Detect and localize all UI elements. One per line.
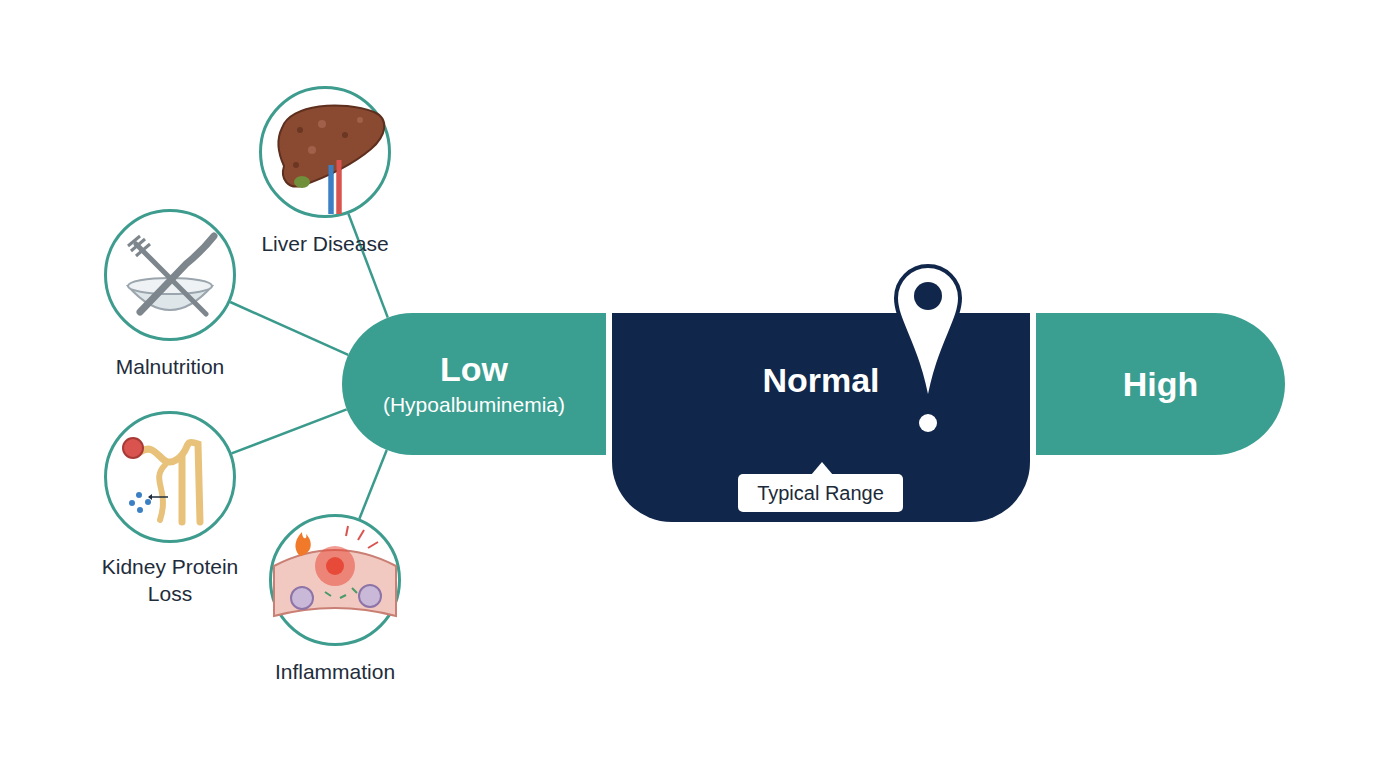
cause-label: Malnutrition <box>60 353 280 380</box>
range-tag: Typical Range <box>738 474 903 512</box>
cause-circle: Kidney Protein Loss <box>104 411 236 543</box>
cause-connector <box>230 302 348 355</box>
cause-circle: Inflammation <box>269 514 401 646</box>
range-label: High <box>1123 364 1199 404</box>
inflammation-icon <box>274 526 396 616</box>
cause-label: Inflammation <box>225 658 445 685</box>
cause-circle: Malnutrition <box>104 209 236 341</box>
liver-icon <box>278 105 384 214</box>
range-label: Normal <box>762 360 879 400</box>
empty-bowl-icon <box>128 236 214 314</box>
low-range-band: Low(Hypoalbuminemia) <box>342 313 606 455</box>
tag-pointer <box>811 462 833 475</box>
range-label: (Hypoalbuminemia) <box>383 391 565 419</box>
normal-range-band: NormalTypical Range <box>612 313 1030 522</box>
nephron-icon <box>123 438 200 522</box>
cause-label: Kidney Protein Loss <box>95 553 245 607</box>
tag-label: Typical Range <box>757 482 884 505</box>
cause-label: Liver Disease <box>215 230 435 257</box>
cause-connector <box>359 450 386 519</box>
cause-connector <box>232 409 347 453</box>
high-range-band: High <box>1036 313 1285 455</box>
cause-connector <box>348 214 387 318</box>
cause-circle: Liver Disease <box>259 86 391 218</box>
range-label: Low <box>440 349 508 389</box>
pin-marker <box>896 266 960 432</box>
